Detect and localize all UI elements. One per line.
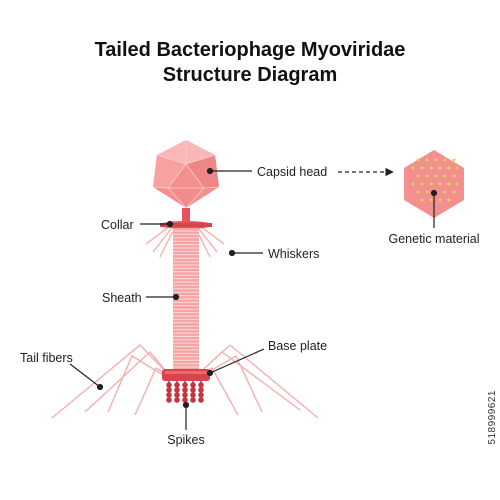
sheath xyxy=(173,228,199,370)
watermark-id: 518999621 xyxy=(487,390,498,445)
base-plate xyxy=(162,369,210,381)
title-line-1: Tailed Bacteriophage Myoviridae xyxy=(94,39,406,61)
label-genetic-material: Genetic material xyxy=(388,232,479,246)
title-line-2: Structure Diagram xyxy=(162,64,338,86)
neck xyxy=(182,208,190,222)
label-base-plate: Base plate xyxy=(268,339,327,353)
pointer-lines xyxy=(69,167,438,430)
label-whiskers: Whiskers xyxy=(268,247,319,261)
genetic-material-hexagon xyxy=(404,150,464,218)
diagram-title: Tailed Bacteriophage Myoviridae Structur… xyxy=(0,38,500,88)
tail-fibers xyxy=(51,344,319,419)
whiskers xyxy=(145,225,225,258)
spikes xyxy=(166,381,204,403)
label-collar: Collar xyxy=(101,218,134,232)
capsid-head xyxy=(152,140,220,209)
label-sheath: Sheath xyxy=(102,291,142,305)
label-tail-fibers: Tail fibers xyxy=(20,351,73,365)
label-spikes: Spikes xyxy=(167,433,205,447)
label-capsid-head: Capsid head xyxy=(257,165,327,179)
